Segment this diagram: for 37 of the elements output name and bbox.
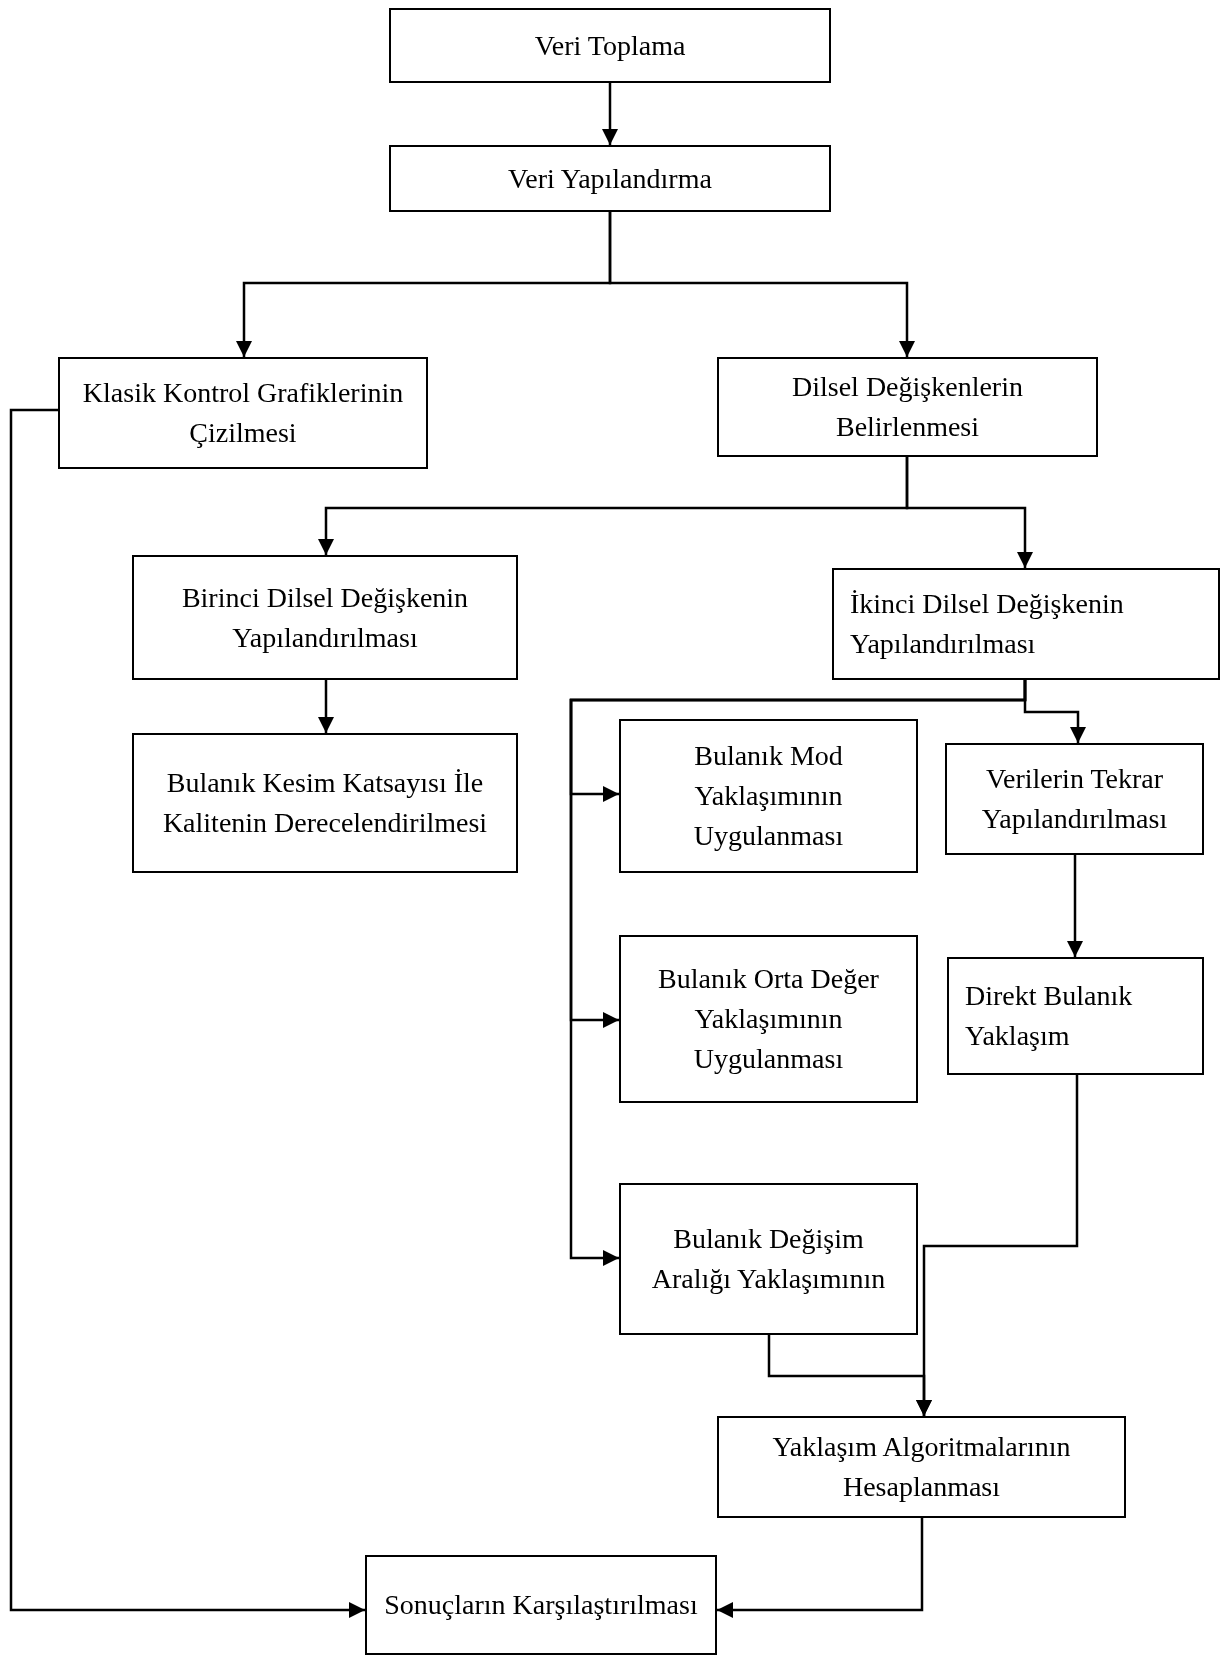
arrow [318,680,334,733]
process-box [389,8,831,83]
process-box [832,568,1220,680]
box-label: Veri Toplama [534,28,686,63]
arrow [1067,855,1083,957]
process-box [132,733,518,873]
process-box [619,1183,918,1335]
process-box [365,1555,717,1655]
box-label: Bulanık Değişim Aralığı Yaklaşımının [650,1222,887,1296]
box-label: Veri Yapılandırma [508,161,712,196]
arrow [905,457,1033,568]
box-label: İkinci Dilsel Değişkenin Yapılandırılması [850,587,1125,661]
process-box [58,357,428,469]
arrow [602,83,618,145]
box-label: Sonuçların Karşılaştırılması [384,1588,698,1622]
box-label: Verilerin Tekrar Yapılandırılması [980,762,1169,836]
box-label: Yaklaşım Algoritmalarının Hesaplanması [771,1430,1072,1504]
box-label: Klasik Kontrol Grafiklerinin Çizilmesi [81,376,405,450]
process-box [132,555,518,680]
process-box [947,957,1204,1075]
process-box [619,935,918,1103]
box-label: Bulanık Mod Yaklaşımının Uygulanması [692,739,845,853]
box-label: Bulanık Kesim Katsayısı İle Kalitenin Derecelendirilmesi [161,766,489,840]
process-box [945,743,1204,855]
arrow [717,1518,924,1618]
box-label: Bulanık Orta Değer Yaklaşımının Uygulanması [657,962,880,1076]
process-box [389,145,831,212]
box-label: Birinci Dilsel Değişkenin Yapılandırılması [180,580,470,655]
arrow [608,212,915,357]
process-box [717,1416,1126,1518]
box-label: Direkt Bulanık Yaklaşım [965,979,1134,1053]
arrow [767,1335,932,1416]
process-box [619,719,918,873]
arrow [1023,680,1086,743]
process-box [717,357,1098,457]
box-label: Dilsel Değişkenlerin Belirlenmesi [791,370,1024,444]
arrow [9,408,365,1618]
